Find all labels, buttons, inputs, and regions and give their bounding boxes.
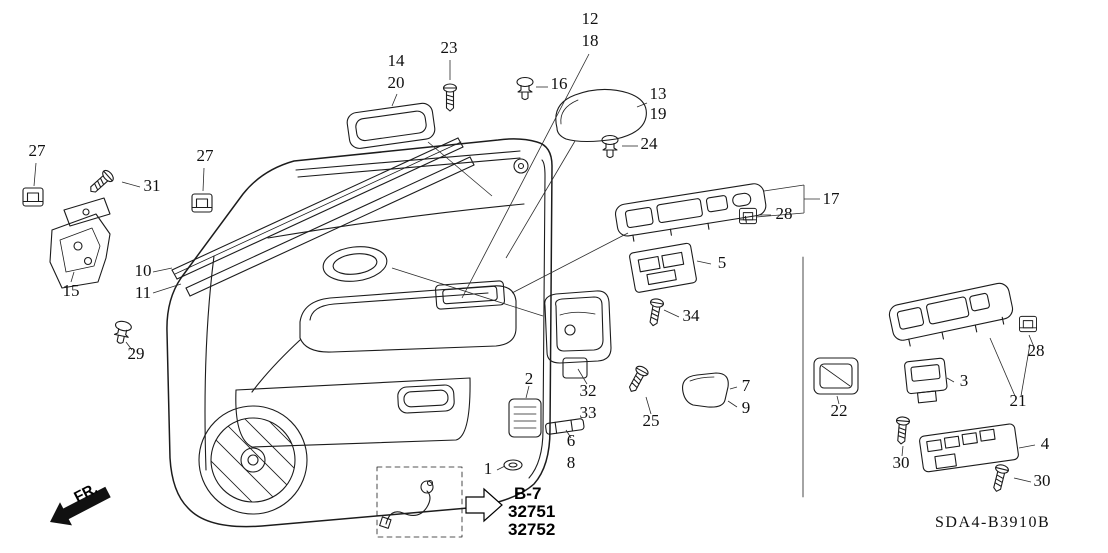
ref-num1-label: 32751 — [508, 502, 555, 521]
part-23-screw — [442, 83, 458, 112]
callout-16: 16 — [551, 74, 568, 93]
callout-13: 13 — [650, 84, 667, 103]
part-1-clip — [503, 459, 523, 471]
callout-15: 15 — [63, 281, 80, 300]
callout-30a: 30 — [893, 453, 910, 472]
callout-33: 33 — [580, 403, 597, 422]
part-22-courtesy-light — [813, 357, 859, 395]
part-29-clip — [111, 319, 133, 346]
part-30a-screw — [893, 415, 911, 446]
ref-num2-label: 32752 — [508, 520, 555, 539]
callout-14: 14 — [388, 51, 406, 70]
callout-22: 22 — [831, 401, 848, 420]
harness-socket-pin — [426, 479, 434, 487]
callout-4: 4 — [1041, 434, 1050, 453]
callout-28b: 28 — [1028, 341, 1045, 360]
reference-arrow-icon — [465, 487, 503, 523]
harness-wire — [385, 490, 431, 525]
part-10-11-weatherstrips — [171, 137, 475, 297]
harness-connector — [379, 516, 392, 529]
diagram-code: SDA4-B3910B — [935, 514, 1050, 531]
fr-arrow-icon — [50, 486, 111, 526]
callout-19: 19 — [650, 104, 667, 123]
leader-lines — [33, 53, 1036, 483]
part-2-grille — [508, 398, 542, 438]
callout-29: 29 — [128, 344, 145, 363]
callout-32: 32 — [580, 381, 597, 400]
callout-8: 8 — [567, 453, 576, 472]
dashed-box — [376, 466, 463, 538]
callout-3: 3 — [960, 371, 969, 390]
callout-23: 23 — [441, 38, 458, 57]
part-3-switch — [904, 357, 948, 404]
part-17-switch-panel — [614, 183, 767, 242]
part-14-20-trim-piece — [346, 102, 436, 149]
callout-1: 1 — [484, 459, 493, 478]
part-25-screw — [624, 363, 651, 395]
part-7-9-cap — [682, 372, 729, 408]
part-34-screw — [646, 297, 665, 328]
callout-17: 17 — [823, 189, 841, 208]
fr-direction-group: FR. — [50, 480, 111, 526]
reference-block: B-7 32751 32752 — [508, 484, 555, 539]
harness-ref-group — [376, 466, 503, 538]
part-6-8-bracket — [545, 418, 585, 435]
callout-21: 21 — [1010, 391, 1027, 410]
part-27a-clip — [22, 187, 44, 207]
door-lining-outline — [166, 138, 553, 528]
callout-30b: 30 — [1034, 471, 1051, 490]
callout-11: 11 — [135, 283, 151, 302]
callout-24: 24 — [641, 134, 659, 153]
part-4-master-switch — [919, 423, 1019, 473]
part-16-clip — [516, 76, 534, 101]
callout-31: 31 — [144, 176, 161, 195]
callout-6: 6 — [567, 431, 576, 450]
part-30b-screw — [989, 462, 1010, 494]
callout-12: 12 — [582, 9, 599, 28]
callout-27a: 27 — [29, 141, 47, 160]
callout-labels: 12 18 23 14 20 16 13 19 24 27 31 27 17 2… — [29, 9, 1051, 490]
harness-socket — [420, 480, 434, 494]
callout-9: 9 — [742, 398, 751, 417]
callout-34: 34 — [683, 306, 701, 325]
callout-10: 10 — [135, 261, 152, 280]
callout-7: 7 — [742, 376, 751, 395]
callout-2: 2 — [525, 369, 534, 388]
part-31-screw — [86, 167, 116, 197]
callout-20: 20 — [388, 73, 405, 92]
part-27b-clip — [191, 193, 213, 213]
part-21-switch-panel — [888, 282, 1014, 347]
part-5-switch — [629, 242, 697, 293]
part-15-bracket — [49, 197, 111, 289]
part-28b-clip — [1019, 315, 1037, 333]
callout-5: 5 — [718, 253, 727, 272]
callout-28a: 28 — [776, 204, 793, 223]
door-lining-details — [204, 150, 546, 479]
callout-25: 25 — [643, 411, 660, 430]
callout-27b: 27 — [197, 146, 215, 165]
speaker-grille — [198, 405, 308, 515]
part-13-19-armrest-pad — [555, 88, 647, 143]
part-32-33-inner-handle — [544, 290, 612, 379]
ref-b7-label: B-7 — [514, 484, 541, 503]
callout-18: 18 — [582, 31, 599, 50]
